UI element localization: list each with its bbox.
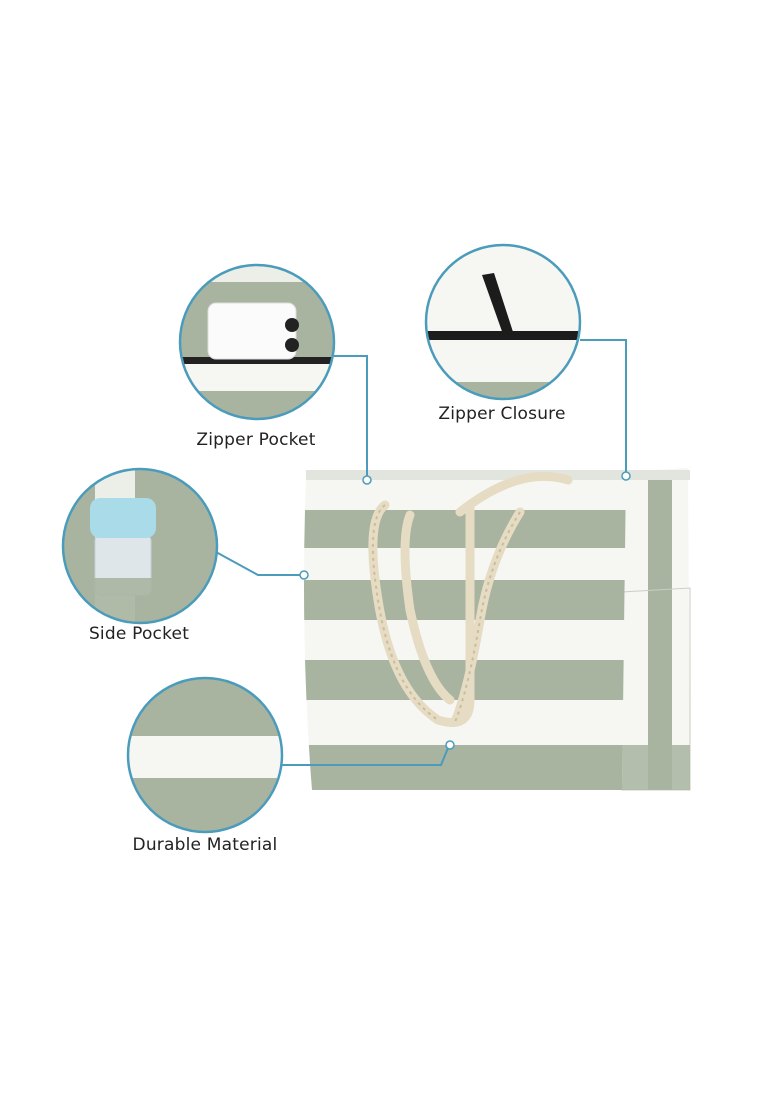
bag-side-panel — [621, 468, 691, 791]
durable-material-label: Durable Material — [132, 835, 278, 855]
bag-top-edge — [306, 470, 690, 480]
zipper-pocket-callout — [178, 263, 372, 485]
bag-front — [304, 471, 626, 790]
rope-handles — [368, 471, 573, 727]
zipper-pocket-label: Zipper Pocket — [196, 430, 316, 450]
zipper-closure-label: Zipper Closure — [438, 404, 566, 424]
zipper-closure-callout — [424, 243, 631, 481]
side-pocket-label: Side Pocket — [88, 624, 190, 644]
side-pocket-callout — [61, 467, 309, 625]
durable-material-callout — [126, 676, 455, 834]
